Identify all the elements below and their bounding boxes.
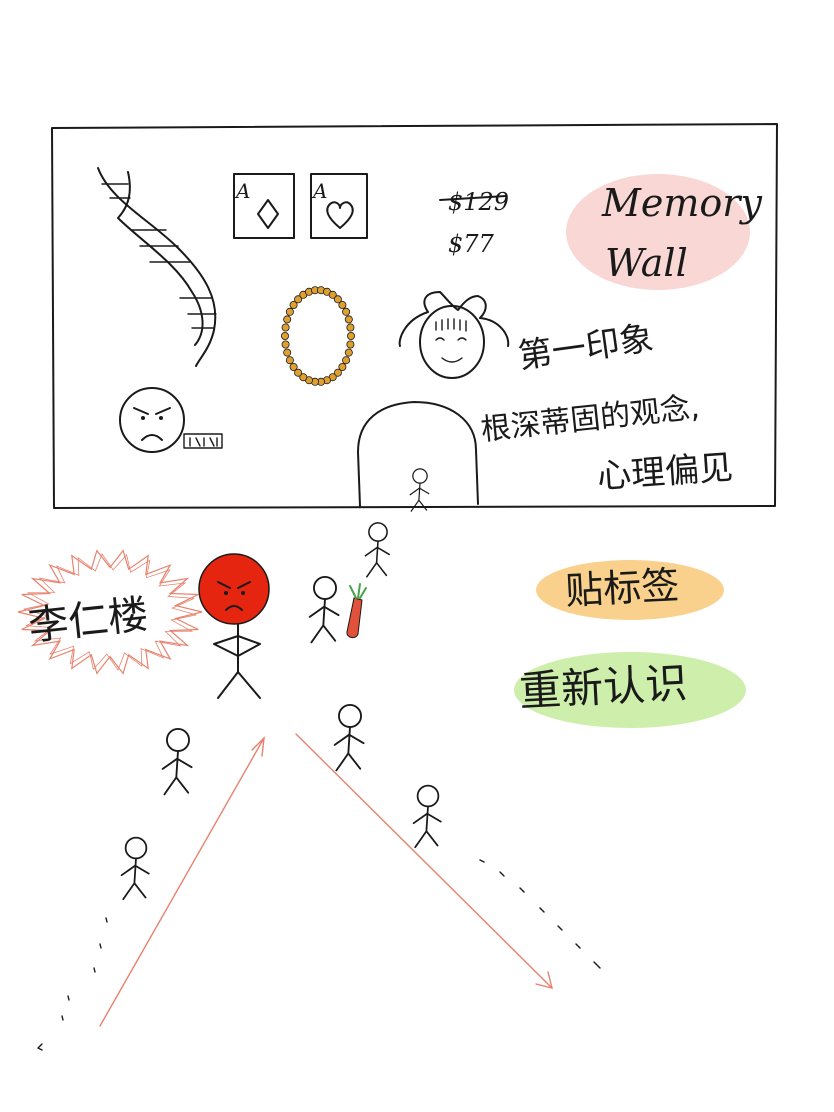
necklace-bead [285,307,294,316]
necklace-bead [281,323,290,332]
spiky-aura-icon [17,549,203,675]
relearn-badge: 重新认识 [514,652,746,728]
relearn-blob [514,652,746,728]
carrot-icon [346,583,367,639]
angry-name-label: 李仁楼 [26,592,150,650]
dna-helix-icon [97,167,217,367]
memory-title-line2: Wall [605,241,688,285]
spiky-aura-inner [23,553,197,671]
necklace-bead [333,295,342,304]
necklace-bead [344,315,353,324]
necklace-bead [281,340,290,349]
necklace-bead [342,307,351,316]
first-impression-text: 第一印象 [516,318,656,377]
necklace-icon [280,286,355,386]
relearn-text: 重新认识 [518,658,688,716]
spiky-aura-outline [17,549,203,675]
arrow-icon [295,733,553,989]
nameplate-icon [183,433,223,449]
necklace-bead [342,356,351,365]
stick-figure-icon [161,728,193,796]
stick-figure-icon [120,836,150,901]
necklace-bead [338,300,347,309]
price-tag: $129 $77 [439,188,509,258]
necklace-bead [344,348,353,357]
put-label-text: 贴标签 [564,563,680,613]
necklace-bead [294,368,303,377]
necklace-bead [328,290,337,299]
necklace-bead [299,373,308,382]
price-new: $77 [448,230,495,258]
stick-figure-icon [409,468,430,512]
necklace-bead [333,368,342,377]
necklace-bead [285,356,294,365]
smiling-girl-face-icon [398,291,510,379]
necklace-bead [283,348,292,357]
card-diamond-rank: A [234,179,250,203]
angry-face-icon [119,387,185,453]
memory-title-line1: Memory [601,181,762,225]
card-heart-rank: A [311,179,327,203]
dotted-trail-right [479,859,601,969]
price-old: $129 [448,188,509,216]
card-diamond-icon: A [233,173,295,239]
stereotype-line1: 根深蒂固的观念, [479,390,701,448]
stick-figure-icon [308,576,340,644]
necklace-bead [346,323,355,332]
arrow-icon [99,736,265,1027]
card-heart-icon: A [310,173,368,239]
arched-doorway-icon [357,401,479,507]
put-label-badge: 贴标签 [536,560,724,620]
dotted-trail-left [37,917,108,1051]
necklace-bead [346,340,355,349]
necklace-bead [289,300,298,309]
necklace-bead [289,362,298,371]
memory-wall-title: Memory Wall [566,174,762,290]
necklace-bead [294,295,303,304]
memory-blob [566,174,750,290]
necklace-bead [338,362,347,371]
angry-red-person-icon [198,553,270,699]
necklace-bead [280,331,289,340]
memory-wall-frame [51,123,778,509]
necklace-bead [346,331,355,340]
label-blob [536,560,724,620]
stick-figure-icon [364,522,390,578]
stick-figure-icon [333,704,365,772]
necklace-bead [283,315,292,324]
stick-figure-icon [412,784,442,849]
stereotype-line2: 心理偏见 [596,448,734,497]
